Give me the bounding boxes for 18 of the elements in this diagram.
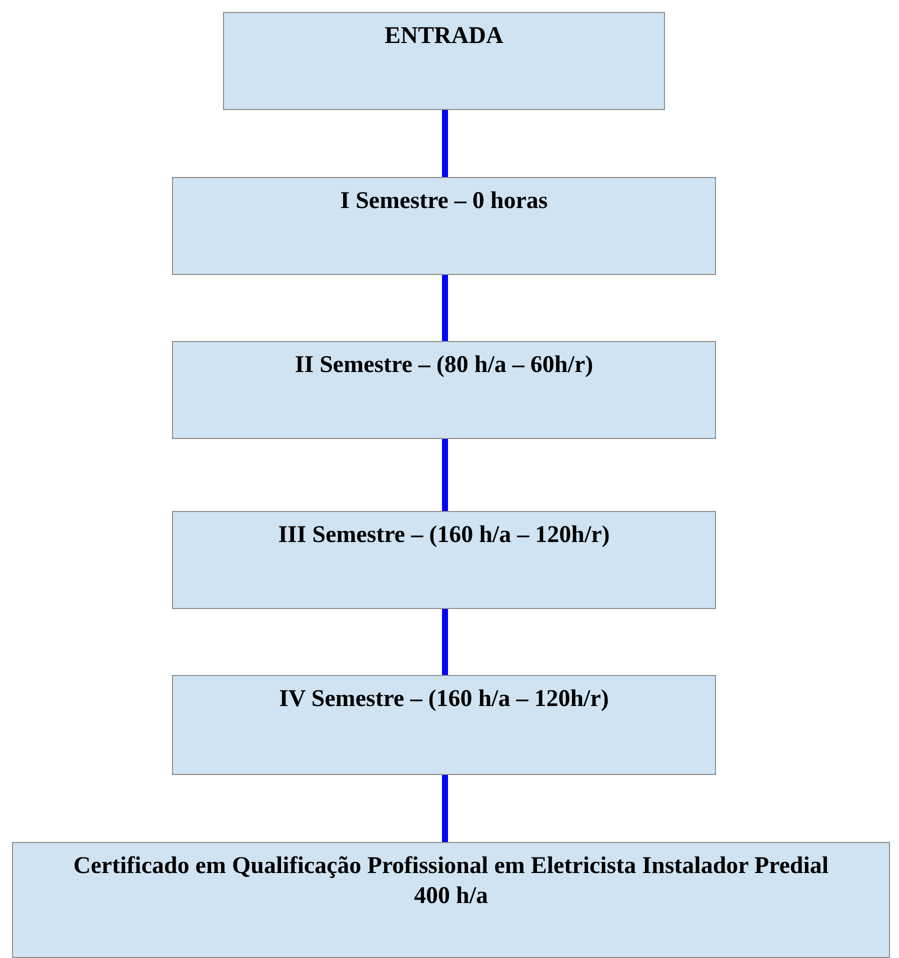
box-label: 400 h/a [414, 882, 488, 911]
process-box [12, 842, 890, 958]
connector-line [442, 609, 448, 675]
connector-line [442, 275, 448, 341]
process-box [223, 12, 665, 110]
process-box [172, 341, 716, 439]
box-label: IV Semestre – (160 h/a – 120h/r) [279, 685, 609, 714]
process-box [172, 177, 716, 275]
box-label: II Semestre – (80 h/a – 60h/r) [294, 351, 594, 380]
connector-line [442, 110, 448, 177]
connector-line [442, 439, 448, 511]
box-label: Certificado em Qualificação Profissional em Eletricista Instalador Predial [73, 852, 829, 881]
process-box [172, 511, 716, 609]
connector-line [442, 775, 448, 842]
box-label: I Semestre – 0 horas [340, 187, 548, 216]
box-label: III Semestre – (160 h/a – 120h/r) [278, 521, 610, 550]
process-box [172, 675, 716, 775]
box-label: ENTRADA [384, 22, 504, 51]
